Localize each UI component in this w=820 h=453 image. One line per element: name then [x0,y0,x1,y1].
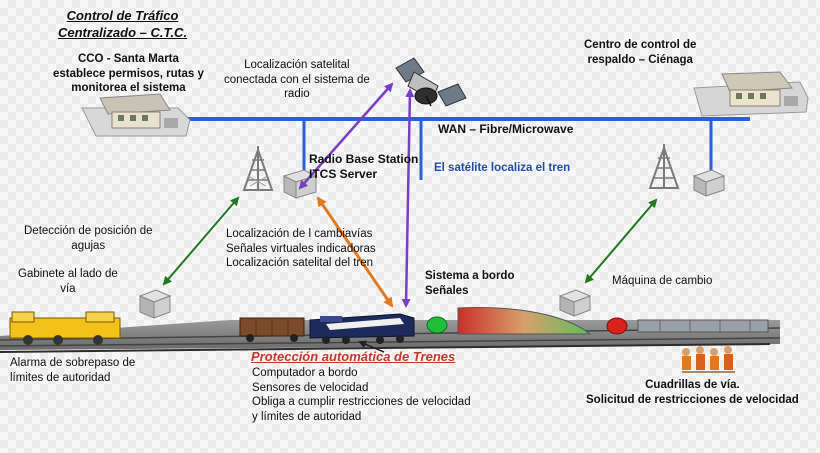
server-train-arrow [316,196,394,308]
onboard-system-label: Sistema a bordo Señales [425,269,514,298]
needle-line-1: Detección de posición de [24,225,153,237]
backup-line-2: respaldo – Ciénaga [587,53,693,66]
switch-machine-label: Máquina de cambio [612,275,713,287]
backup-line-1: Centro de control de [584,39,697,51]
radio-base-line-1: Radio Base Station [309,152,419,166]
radio-base-label: Radio Base Station ITCS Server [309,152,418,183]
satellite-icon [395,57,467,107]
satellite-line-1: Localización satelital [244,59,350,71]
green-signal-icon [426,316,448,334]
alarm-line-2: límites de autoridad [10,371,111,384]
onboard-line-1: Sistema a bordo [425,270,515,282]
satellite-locates-label: El satélite localiza el tren [434,162,571,174]
radio-tower-right-icon [648,144,680,189]
red-signal-icon [606,317,628,335]
wan-label: WAN – Fibre/Microwave [438,122,574,136]
distant-train-icon [637,319,769,333]
needle-line-2: agujas [71,239,106,252]
localization-line-3: Localización satelital del tren [226,257,374,270]
cabinet-line-1: Gabinete al lado de [18,268,118,280]
ctc-line-1: CCO - Santa Marta [77,53,179,65]
satellite-ctc-arrow [298,82,394,190]
ctc-title-line2: Centralizado – C.T.C. [58,24,188,40]
atp-list: Computador a bordo Sensores de velocidad… [252,366,471,425]
wayside-cabinet-label: Gabinete al lado de vía [18,267,118,296]
locomotive-icon [309,313,415,344]
atp-pointer-arrow [358,340,385,353]
atp-line-2: Sensores de velocidad [252,381,369,394]
tower-cabinet-arrow [162,196,240,286]
ctc-title: Control de Tráfico Centralizado – C.T.C. [58,8,187,41]
localization-list: Localización de l cambiavías Señales vir… [226,227,376,271]
ctc-building-icon [81,93,191,137]
overrun-alarm-label: Alarma de sobrepaso de límites de autori… [10,356,135,385]
satellite-train-arrow [401,88,415,308]
localization-line-2: Señales virtuales indicadoras [226,242,376,255]
track-crew-icon [682,346,735,373]
braking-curve-icon [457,307,592,335]
backup-server-box-icon [692,169,726,197]
localization-line-1: Localización de l cambiavías [226,228,373,240]
crews-line-2: Solicitud de restricciones de velocidad [586,393,799,406]
satellite-line-3: radio [284,88,310,101]
crews-line-1: Cuadrillas de vía. [645,379,740,391]
freight-wagon-icon [239,317,305,342]
atp-line-1: Computador a bordo [252,367,358,379]
atp-line-4: y límites de autoridad [252,411,362,424]
ctc-line-2: establece permisos, rutas y [53,67,204,80]
switch-cabinet-icon [558,289,592,317]
satellite-description: Localización satelital conectada con el … [224,58,370,102]
needle-detection-label: Detección de posición de agujas [24,224,153,253]
cabinet-line-2: vía [60,282,76,295]
backup-center-label: Centro de control de respaldo – Ciénaga [584,38,696,67]
alarm-line-1: Alarma de sobrepaso de [10,357,136,369]
onboard-line-2: Señales [425,284,469,297]
crews-label: Cuadrillas de vía. Solicitud de restricc… [586,378,799,407]
track-maintenance-vehicle-icon [9,311,121,345]
radio-tower-left-icon [242,146,274,191]
atp-line-3: Obliga a cumplir restricciones de veloci… [252,396,471,409]
wayside-cabinet-left-icon [138,289,172,319]
tower-switch-arrow [584,198,658,284]
backup-building-icon [693,71,809,117]
ctc-line-3: monitorea el sistema [71,82,186,95]
radio-base-line-2: ITCS Server [309,167,378,182]
satellite-line-2: conectada con el sistema de [224,73,370,86]
atp-title: Protección automática de Trenes [251,349,456,364]
ctc-description: CCO - Santa Marta establece permisos, ru… [53,52,204,96]
ctc-title-line1: Control de Tráfico [66,8,179,23]
